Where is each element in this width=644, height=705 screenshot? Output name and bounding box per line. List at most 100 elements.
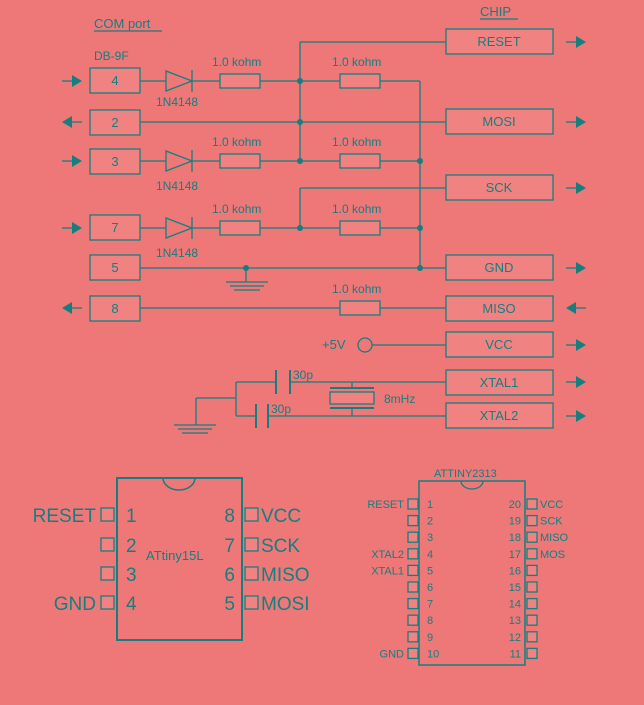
svg-text:11: 11 <box>510 648 521 660</box>
ic-pin: 12 <box>509 631 538 644</box>
svg-text:SCK: SCK <box>540 516 563 528</box>
svg-text:2: 2 <box>427 516 433 528</box>
resistor-icon <box>219 73 261 89</box>
resistor-icon <box>219 220 261 236</box>
com-pin-box: 3 <box>89 148 141 175</box>
chip-arrow-icon <box>566 376 586 388</box>
svg-text:15: 15 <box>509 582 521 594</box>
diode-icon <box>165 217 194 239</box>
svg-text:VCC: VCC <box>261 506 301 527</box>
row7-line <box>140 187 446 229</box>
ic-pin: 2 <box>407 514 433 528</box>
diode-label: 1N4148 <box>156 179 198 193</box>
cap-ground-wiring <box>195 382 237 425</box>
resistor-label: 1.0 kohm <box>212 202 261 216</box>
pin1-notch <box>162 477 196 491</box>
capacitor-icon <box>275 370 291 394</box>
resistor-icon <box>339 153 381 169</box>
junction-dot <box>297 158 303 164</box>
supply-terminal-icon <box>357 337 373 353</box>
com-pin-box: 5 <box>89 254 141 281</box>
svg-text:12: 12 <box>509 632 521 644</box>
ic-pin: 11 <box>510 647 538 660</box>
ic-pin: 8 VCC <box>224 506 301 527</box>
svg-text:13: 13 <box>509 615 521 627</box>
ground-icon <box>174 424 216 434</box>
chip-signal-box: MOSI <box>445 108 554 135</box>
chip-arrow-icon <box>566 182 586 194</box>
svg-text:RESET: RESET <box>477 34 520 49</box>
connector-label: DB-9F <box>94 49 129 63</box>
svg-text:SCK: SCK <box>261 536 300 557</box>
resistor-label: 1.0 kohm <box>332 55 381 69</box>
svg-text:XTAL1: XTAL1 <box>480 375 519 390</box>
com-arrow-icon <box>62 222 82 234</box>
svg-text:2: 2 <box>126 536 137 557</box>
ic-pin: 13 <box>509 614 538 627</box>
svg-text:3: 3 <box>111 154 118 169</box>
svg-text:5: 5 <box>427 565 433 577</box>
com-pin-box: 2 <box>89 109 141 136</box>
svg-text:6: 6 <box>427 582 433 594</box>
chip-signal-box: XTAL1 <box>445 369 554 396</box>
chip-signal-box: VCC <box>445 331 554 358</box>
ic-pin: 16 <box>509 564 538 577</box>
diode-label: 1N4148 <box>156 246 198 260</box>
reset-line <box>140 41 446 82</box>
svg-text:7: 7 <box>427 599 433 611</box>
chip-arrow-icon <box>566 36 586 48</box>
chip-arrow-icon <box>566 339 586 351</box>
com-arrow-icon <box>62 155 82 167</box>
com-pin-box: 8 <box>89 295 141 322</box>
resistor-icon <box>339 73 381 89</box>
resistor-icon <box>219 153 261 169</box>
resistor-label: 1.0 kohm <box>212 135 261 149</box>
attiny2313-package <box>418 480 526 666</box>
svg-text:8: 8 <box>111 301 118 316</box>
svg-text:MISO: MISO <box>482 301 515 316</box>
attiny15-package <box>116 477 243 641</box>
svg-text:8: 8 <box>427 615 433 627</box>
svg-text:VCC: VCC <box>485 337 512 352</box>
ic-pin: 7 <box>407 597 433 611</box>
ic-pin: 3 <box>407 531 433 544</box>
ic-pin: 14 <box>509 597 538 611</box>
svg-text:XTAL2: XTAL2 <box>480 408 519 423</box>
svg-text:4: 4 <box>427 549 433 561</box>
diode-icon <box>165 150 194 172</box>
com-port-heading: COM port <box>94 16 151 31</box>
ic-pin: 9 <box>407 631 433 644</box>
chip-arrow-icon <box>566 410 586 422</box>
chip-arrow-icon <box>566 116 586 128</box>
svg-text:5: 5 <box>224 594 235 615</box>
svg-text:XTAL2: XTAL2 <box>371 549 404 561</box>
svg-text:XTAL1: XTAL1 <box>371 565 404 577</box>
diode-icon <box>165 70 194 92</box>
ground-icon <box>226 268 268 291</box>
ic-pin: 4 XTAL2 <box>371 548 433 561</box>
svg-text:8: 8 <box>224 506 235 527</box>
svg-text:MISO: MISO <box>540 532 569 544</box>
svg-text:4: 4 <box>111 73 118 88</box>
resistor-icon <box>339 220 381 236</box>
com-arrow-icon <box>62 116 82 128</box>
svg-text:9: 9 <box>427 632 433 644</box>
resistor-label: 1.0 kohm <box>212 55 261 69</box>
ic-pin: 15 <box>509 581 538 594</box>
resistor-icon <box>339 300 381 316</box>
chip-arrow-icon <box>566 302 586 314</box>
svg-text:1: 1 <box>427 499 433 511</box>
cap-label: 30p <box>271 402 291 416</box>
resistor-label: 1.0 kohm <box>332 202 381 216</box>
chip-signal-box: GND <box>445 254 554 281</box>
crystal-icon <box>329 382 375 416</box>
